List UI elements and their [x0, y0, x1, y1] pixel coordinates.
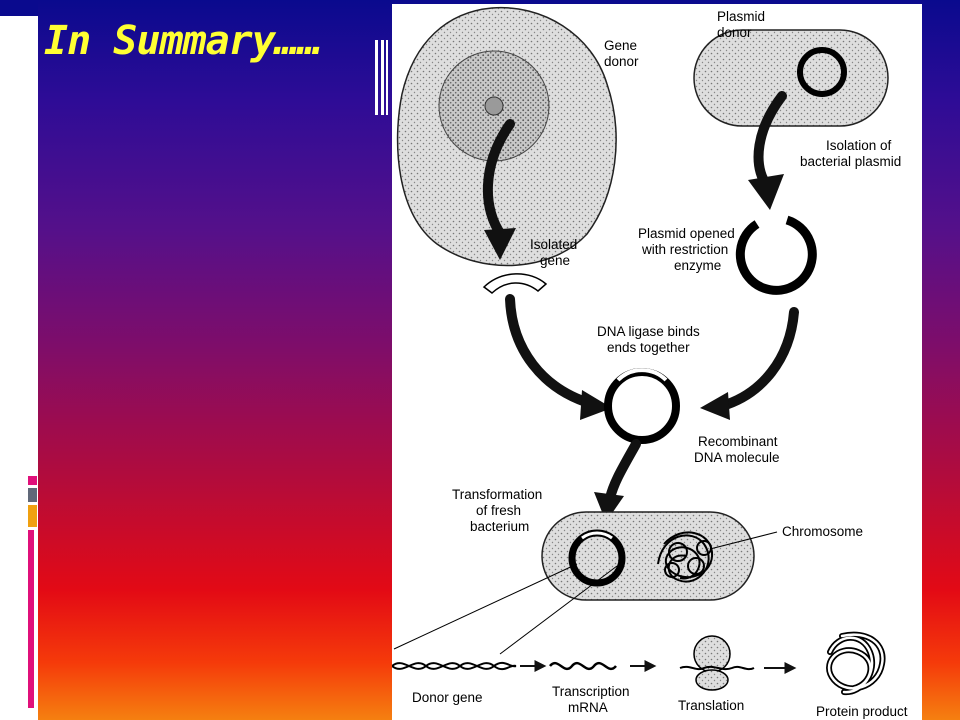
- plasmid-donor-label-1: Plasmid: [717, 9, 765, 24]
- zoom-line-1: [393, 563, 578, 650]
- gene-donor-label-1: Gene: [604, 38, 637, 53]
- gene-donor-label-2: donor: [604, 54, 639, 69]
- recombinant-label-1: Recombinant: [698, 434, 778, 449]
- chromosome-tangle: [657, 531, 714, 583]
- isolated-gene-label-1: Isolated: [530, 237, 577, 252]
- recombinant-label-2: DNA molecule: [694, 450, 780, 465]
- plasmid-opened-label-2: with restriction: [641, 242, 728, 257]
- plasmid-opened-label-1: Plasmid opened: [638, 226, 735, 241]
- slide-title: In Summary……: [44, 18, 322, 64]
- ligase-label-2: ends together: [607, 340, 690, 355]
- chromosome-label: Chromosome: [782, 524, 863, 539]
- strip-square-orange: [28, 505, 37, 527]
- strip-top-block: [0, 0, 38, 16]
- transformation-label-3: bacterium: [470, 519, 529, 534]
- transformation-arrow: [605, 439, 641, 503]
- transformation-label-2: of fresh: [476, 503, 521, 518]
- donor-gene-label: Donor gene: [412, 690, 483, 705]
- ribosome-mrna: [679, 665, 755, 671]
- left-decoration-strip: [0, 0, 38, 720]
- gene-to-recombinant-arrow: [505, 294, 597, 409]
- protein-product-label: Protein product: [816, 704, 908, 719]
- plasmid-donor-label-2: donor: [717, 25, 752, 40]
- strip-square-pink: [28, 476, 37, 485]
- transformation-label-1: Transformation: [452, 487, 542, 502]
- isolation-label-2: bacterial plasmid: [800, 154, 901, 169]
- isolated-gene-fragment: [482, 273, 548, 294]
- transcription-label-2: mRNA: [568, 700, 608, 715]
- strip-square-gray: [28, 488, 37, 502]
- plasmid-to-recombinant-arrow: [717, 307, 799, 411]
- ligase-label-1: DNA ligase binds: [597, 324, 700, 339]
- donor-gene-helix: [392, 661, 517, 671]
- plasmid-donor-bacterium: [693, 29, 889, 127]
- diagram-svg: Gene donor Plasmid donor Isolation of ba…: [392, 6, 908, 719]
- recombinant-dna-diagram: Gene donor Plasmid donor Isolation of ba…: [392, 4, 922, 720]
- isolation-label-1: Isolation of: [826, 138, 892, 153]
- transcription-label-1: Transcription: [552, 684, 630, 699]
- donor-plasmid-ring: [797, 47, 847, 97]
- strip-bar-pink: [28, 530, 34, 708]
- mrna-strand: [549, 661, 617, 671]
- ribosome-small-subunit: [695, 669, 729, 691]
- zoom-line-2: [499, 565, 618, 655]
- chromosome-pointer: [709, 531, 778, 550]
- isolated-gene-label-2: gene: [540, 253, 570, 268]
- recombinant-dna-ring: [604, 368, 680, 444]
- gene-isolation-arrow: [482, 119, 515, 241]
- gene-donor-nucleolus: [484, 96, 504, 116]
- plasmid-opened-label-3: enzyme: [674, 258, 721, 273]
- translation-label: Translation: [678, 698, 744, 713]
- opened-plasmid: [735, 215, 817, 295]
